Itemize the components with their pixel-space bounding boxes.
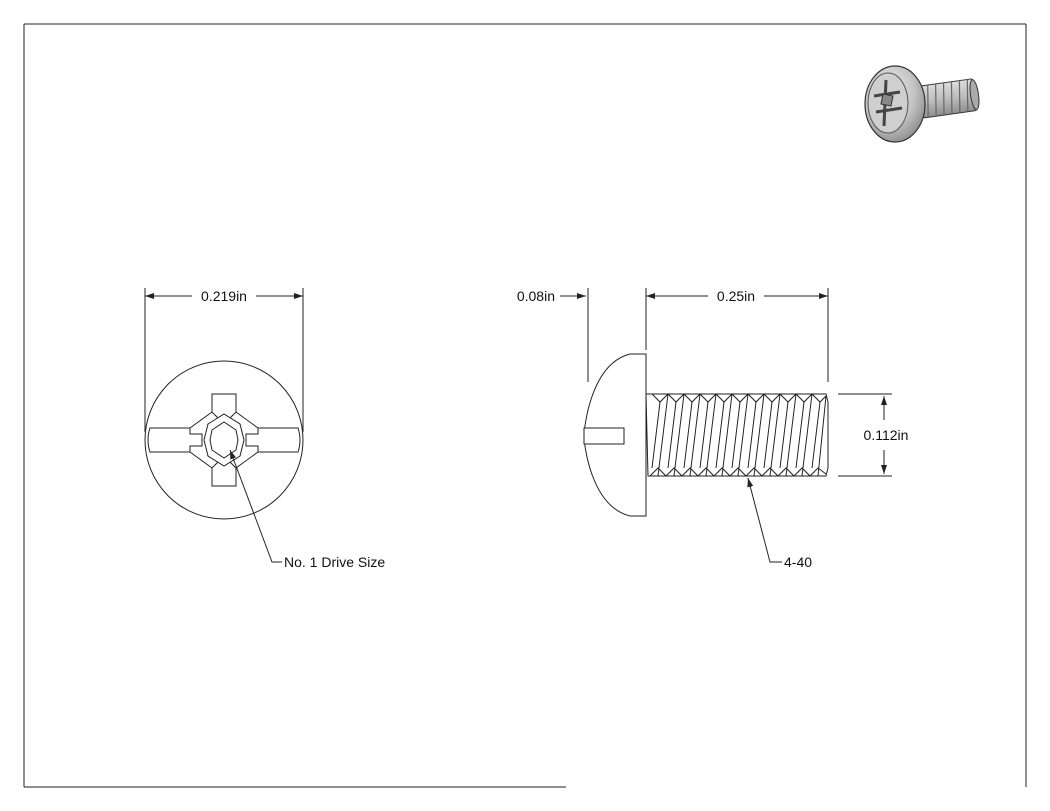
front-diameter-label: 0.219in xyxy=(201,288,247,304)
length-label: 0.25in xyxy=(717,288,755,304)
phillips-recess-icon xyxy=(147,393,301,487)
thread-callout: 4-40 xyxy=(784,554,812,570)
front-view: 0.219in No. 1 Drive Size xyxy=(144,288,385,570)
head-height-label: 0.08in xyxy=(517,288,555,304)
head-slot xyxy=(583,427,625,445)
side-view: 0.08in 0.25in 0.112in 4-40 xyxy=(517,288,909,570)
sheet-border xyxy=(23,23,1027,788)
thread-body xyxy=(645,393,829,477)
drive-size-callout: No. 1 Drive Size xyxy=(284,554,385,570)
screw-3d-preview-icon xyxy=(864,65,980,143)
thread-diameter-label: 0.112in xyxy=(864,427,909,443)
